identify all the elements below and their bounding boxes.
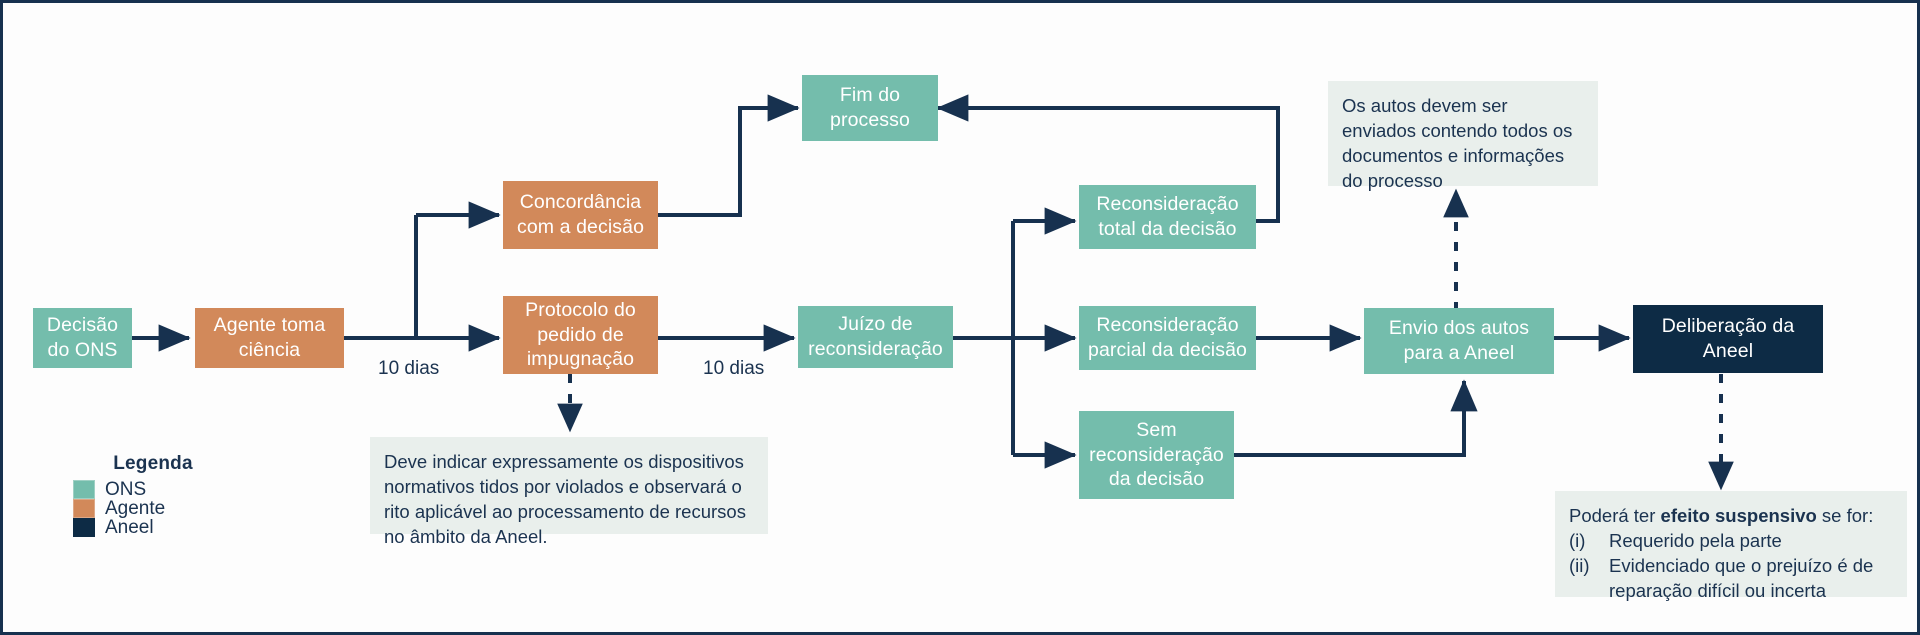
list-text: Requerido pela parte xyxy=(1609,530,1782,552)
node-reconsideracao-total[interactable]: Reconsideração total da decisão xyxy=(1079,185,1256,249)
legend-swatch-aneel-icon xyxy=(73,518,95,537)
note-protocolo: Deve indicar expressamente os dispositiv… xyxy=(370,437,768,547)
note-envio-autos: Os autos devem ser enviados contendo tod… xyxy=(1328,81,1598,191)
node-label: Reconsideração total da decisão xyxy=(1096,193,1239,240)
node-reconsideracao-parcial[interactable]: Reconsideração parcial da decisão xyxy=(1079,306,1256,370)
node-label: Fim do processo xyxy=(830,84,910,131)
edge-label-prazo-1: 10 dias xyxy=(378,358,440,379)
node-label: Envio dos autos para a Aneel xyxy=(1388,317,1530,364)
legend-swatch-agente-icon xyxy=(73,499,95,518)
node-agente-toma-ciencia[interactable]: Agente toma ciência xyxy=(195,308,344,368)
note-lead: Poderá ter efeito suspensivo se for: xyxy=(1569,505,1874,526)
edge-sem-recons-to-envio xyxy=(1234,379,1478,457)
node-label: Sem reconsideração da decisão xyxy=(1089,418,1224,491)
note-list-item: (ii) Evidenciado que o prejuízo é de rep… xyxy=(1569,553,1893,603)
node-decisao-do-ons[interactable]: Decisão do ONS xyxy=(33,308,132,368)
node-label: Decisão do ONS xyxy=(46,314,119,361)
list-marker: (ii) xyxy=(1569,555,1590,577)
note-lead-emphasis: efeito suspensivo xyxy=(1660,505,1817,526)
list-text: Evidenciado que o prejuízo é de reparaçã… xyxy=(1609,555,1874,602)
edge-concordancia-to-fim xyxy=(658,94,800,217)
legend-label: Agente xyxy=(105,498,166,519)
legend-label: ONS xyxy=(105,479,147,500)
node-juizo-de-reconsideracao[interactable]: Juízo de reconsideração xyxy=(798,306,953,368)
edge-label-prazo-2: 10 dias xyxy=(703,358,765,379)
legend-swatch-ons-icon xyxy=(73,480,95,499)
note-text: Deve indicar expressamente os dispositiv… xyxy=(384,451,746,548)
note-list-item: (i) Requerido pela parte xyxy=(1569,528,1893,553)
node-fim-do-processo[interactable]: Fim do processo xyxy=(802,75,938,141)
node-sem-reconsideracao[interactable]: Sem reconsideração da decisão xyxy=(1079,411,1234,499)
node-label: Concordância com a decisão xyxy=(516,191,645,238)
node-envio-dos-autos[interactable]: Envio dos autos para a Aneel xyxy=(1364,308,1554,374)
list-marker: (i) xyxy=(1569,530,1586,552)
node-concordancia-com-a-decisao[interactable]: Concordância com a decisão xyxy=(503,181,658,249)
note-efeito-suspensivo: Poderá ter efeito suspensivo se for: (i)… xyxy=(1555,491,1907,601)
legend-label: Aneel xyxy=(105,517,154,538)
node-label: Protocolo do pedido de impugnação xyxy=(525,298,636,371)
legend-title: Legenda xyxy=(113,453,193,474)
legend-item-ons: ONS xyxy=(73,480,233,499)
node-label: Agente toma ciência xyxy=(213,314,326,361)
node-deliberacao-da-aneel[interactable]: Deliberação da Aneel xyxy=(1633,305,1823,373)
node-label: Juízo de reconsideração xyxy=(808,313,943,360)
note-text: Os autos devem ser enviados contendo tod… xyxy=(1342,95,1573,192)
node-label: Reconsideração parcial da decisão xyxy=(1088,314,1247,361)
node-protocolo-pedido-impugnacao[interactable]: Protocolo do pedido de impugnação xyxy=(503,296,658,374)
legend-item-aneel: Aneel xyxy=(73,518,233,537)
node-label: Deliberação da Aneel xyxy=(1661,315,1795,362)
legend: Legenda ONS Agente Aneel xyxy=(73,453,233,537)
legend-item-agente: Agente xyxy=(73,499,233,518)
